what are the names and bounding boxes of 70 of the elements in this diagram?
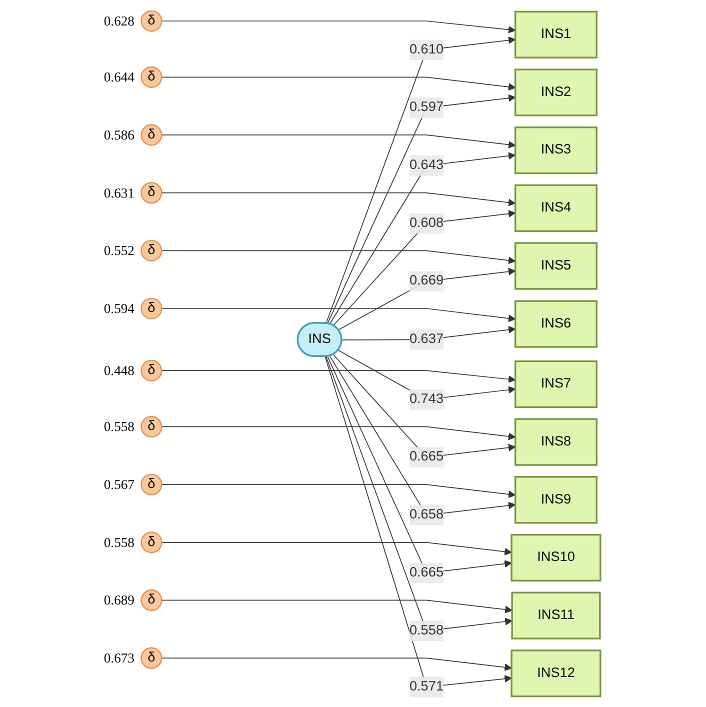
variance-value: 0.558 bbox=[104, 534, 134, 550]
arrow bbox=[329, 152, 516, 324]
node-circle: δ bbox=[140, 66, 162, 88]
arrow bbox=[324, 356, 512, 687]
edge-label: 0.571 bbox=[409, 678, 444, 694]
edge-label: 0.637 bbox=[409, 331, 444, 346]
node-box: INS1 bbox=[514, 10, 598, 58]
node-box: INS4 bbox=[514, 184, 598, 232]
arrow bbox=[161, 599, 512, 613]
arrow bbox=[161, 657, 512, 671]
arrow bbox=[338, 267, 516, 330]
arrow bbox=[327, 355, 512, 573]
node-circle: δ bbox=[140, 531, 162, 553]
node-box: INS8 bbox=[514, 418, 598, 466]
node-circle: δ bbox=[140, 239, 162, 261]
arrow bbox=[327, 94, 516, 324]
edge-label: 0.643 bbox=[409, 157, 444, 172]
node-box: INS9 bbox=[514, 476, 598, 524]
arrow bbox=[161, 250, 516, 264]
variance-value: 0.673 bbox=[104, 650, 134, 666]
arrow bbox=[326, 356, 512, 631]
node-box: INS11 bbox=[511, 591, 601, 639]
node-circle: δ bbox=[140, 359, 162, 381]
arrow bbox=[326, 36, 516, 324]
arrow bbox=[332, 210, 516, 326]
edge-label: 0.669 bbox=[409, 273, 444, 288]
node-box: INS3 bbox=[514, 126, 598, 174]
variance-value: 0.644 bbox=[104, 69, 134, 84]
variance-value: 0.586 bbox=[104, 126, 134, 142]
node-box: INS6 bbox=[514, 300, 598, 348]
arrow bbox=[161, 541, 512, 555]
node-circle: δ bbox=[140, 588, 162, 611]
variance-value: 0.689 bbox=[104, 592, 134, 608]
variance-value: 0.558 bbox=[104, 418, 134, 434]
node-circle: δ bbox=[140, 124, 162, 146]
node-circle: δ bbox=[140, 297, 162, 319]
edge-label: 0.658 bbox=[409, 507, 444, 522]
edge-label: 0.597 bbox=[409, 100, 444, 114]
node-box: INS12 bbox=[510, 649, 602, 697]
arrow bbox=[161, 192, 516, 206]
edge-label: 0.558 bbox=[409, 622, 444, 638]
arrow bbox=[161, 134, 516, 148]
arrow bbox=[329, 355, 516, 516]
node-circle: δ bbox=[140, 415, 162, 438]
node-box: INS2 bbox=[514, 68, 598, 116]
arrow bbox=[161, 20, 516, 33]
arrow bbox=[161, 426, 516, 440]
variance-value: 0.567 bbox=[104, 476, 134, 492]
variance-value: 0.628 bbox=[104, 13, 134, 28]
edge-label: 0.610 bbox=[409, 42, 444, 56]
variance-value: 0.552 bbox=[104, 242, 134, 258]
edge-label: 0.608 bbox=[409, 215, 444, 230]
node-box: INS7 bbox=[514, 360, 598, 408]
arrow bbox=[161, 308, 516, 322]
node-circle: δ bbox=[140, 10, 162, 32]
arrow bbox=[161, 370, 516, 382]
arrow bbox=[161, 484, 516, 498]
node-box: INS5 bbox=[514, 242, 598, 290]
edge-label: 0.665 bbox=[409, 564, 444, 580]
arrow bbox=[332, 354, 516, 458]
arrow bbox=[161, 76, 516, 90]
edge-label: 0.743 bbox=[409, 391, 444, 406]
node-circle: δ bbox=[140, 182, 162, 204]
node-box: INS10 bbox=[510, 533, 602, 582]
variance-value: 0.448 bbox=[104, 362, 134, 378]
node-circle: δ bbox=[140, 646, 162, 668]
node-circle: δ bbox=[140, 473, 162, 495]
variance-value: 0.594 bbox=[104, 300, 134, 316]
variance-value: 0.631 bbox=[104, 184, 134, 200]
edge-label: 0.665 bbox=[409, 449, 444, 464]
